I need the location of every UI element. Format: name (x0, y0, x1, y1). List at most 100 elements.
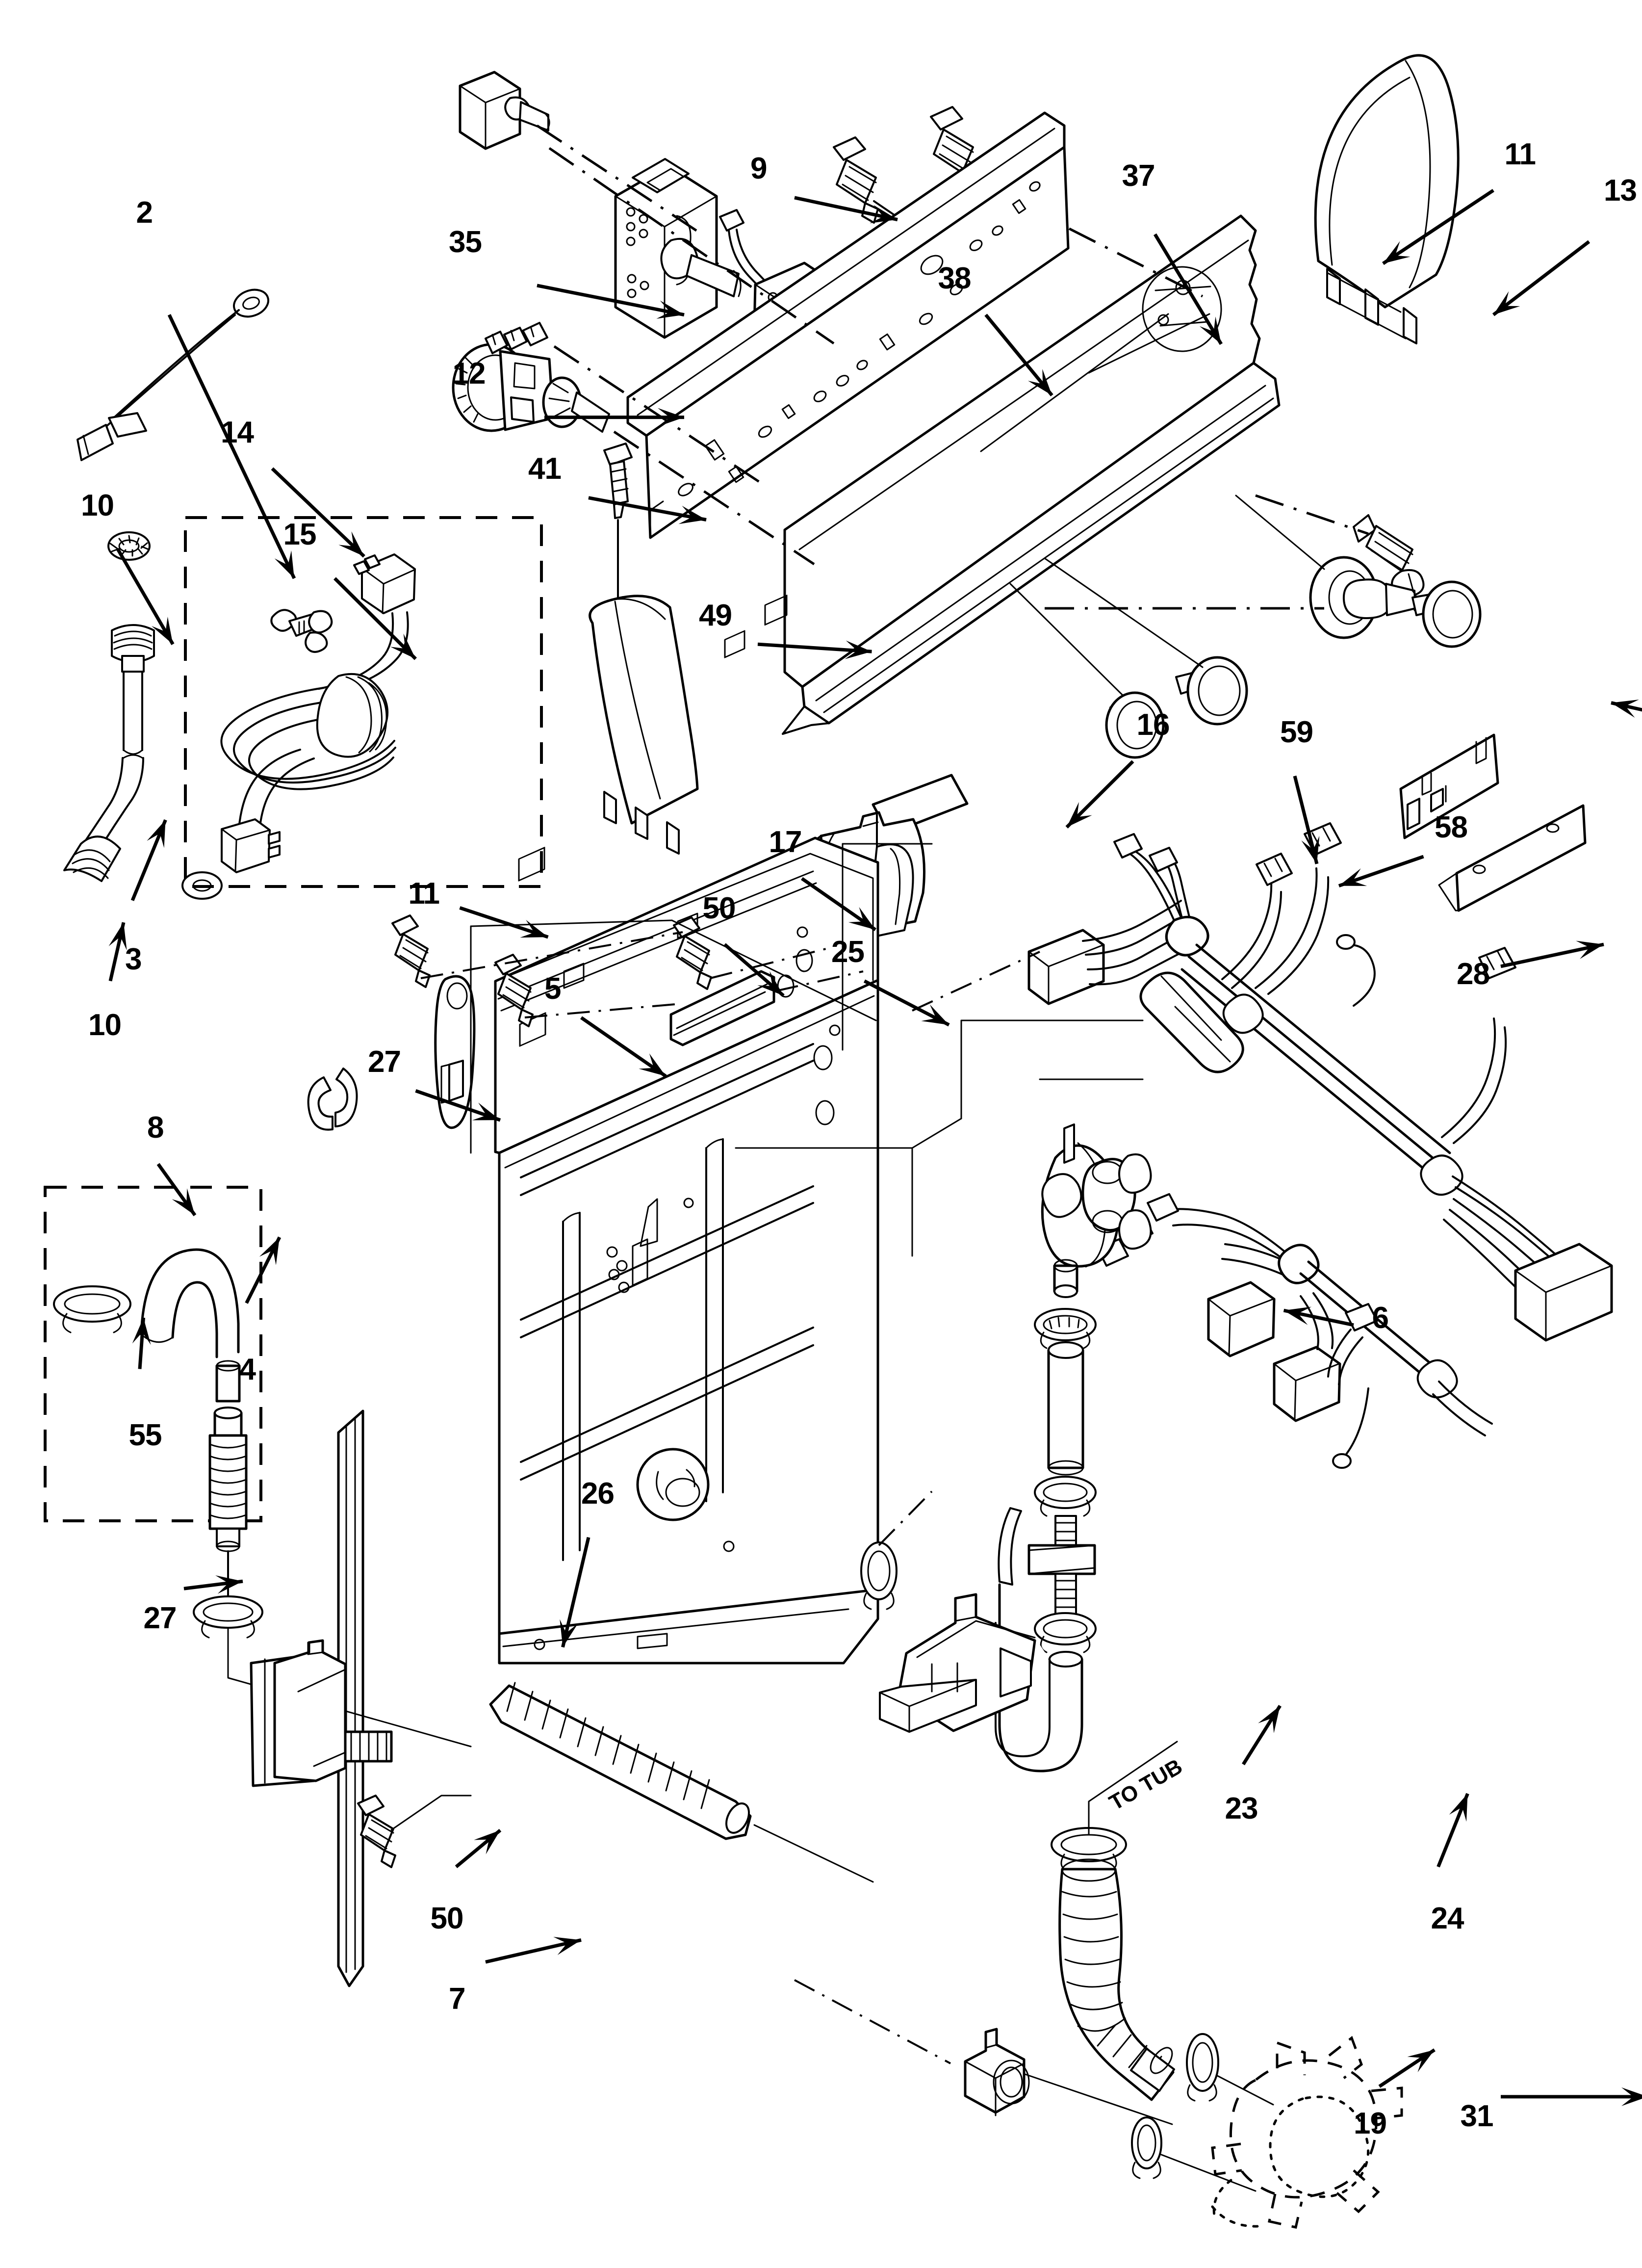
part-3-inlet-hose (63, 624, 155, 882)
callout-label-9: 9 (750, 152, 767, 186)
callout-leader-37-3 (1154, 233, 1223, 345)
bush-leader (1235, 495, 1325, 570)
callout-label-11: 11 (408, 876, 440, 911)
callout-leader-16-17 (1065, 760, 1134, 829)
callout-leader-59-18 (1293, 775, 1319, 864)
callout-label-41: 41 (528, 452, 562, 486)
callout-label-8: 8 (147, 1111, 164, 1145)
callout-label-31: 31 (1460, 2099, 1494, 2133)
callout-arrowhead-19-54 (1407, 2050, 1435, 2072)
callout-leader-9-2 (794, 196, 898, 222)
callout-label-10: 10 (88, 1008, 122, 1043)
part-37-screw (833, 136, 879, 224)
part-19-coupling-nut (964, 2028, 1030, 2116)
callout-arrowhead-3-24 (147, 820, 166, 848)
callout-leader-13-5 (1492, 240, 1591, 316)
callout-label-37: 37 (1122, 159, 1155, 193)
part-30-clamp-lower (1186, 2033, 1219, 2102)
callout-leader-28-32 (1500, 942, 1604, 968)
callout-arrowhead-10-12 (151, 616, 173, 645)
cord-wrap-band (316, 673, 389, 758)
callout-arrowhead-27-33 (472, 1102, 500, 1121)
part-12-timer (452, 343, 610, 433)
callout-label-15: 15 (283, 518, 317, 552)
callout-arrowhead-24-51 (1449, 1794, 1468, 1822)
part-9-water-level-switch (614, 158, 742, 339)
callout-leader-49-15 (757, 642, 872, 653)
callout-arrowhead-2-0 (274, 550, 294, 578)
callout-arrowhead-4-38 (259, 1237, 280, 1265)
callout-arrowhead-49-15 (845, 640, 872, 659)
callout-label-35: 35 (449, 225, 482, 259)
callout-label-3: 3 (125, 942, 142, 976)
callout-arrowhead-12-9 (658, 408, 684, 427)
part-34-bracket (1399, 733, 1499, 839)
part-2-lead-wire (77, 288, 269, 461)
callout-arrowhead-37-3 (1199, 316, 1221, 344)
cl-23-center (878, 1490, 933, 1546)
cl-25 (775, 970, 864, 992)
callout-label-12: 12 (452, 357, 486, 391)
callout-arrowhead-31-55 (1621, 2087, 1642, 2106)
callout-label-10: 10 (81, 488, 114, 522)
part-44-cap (1411, 580, 1482, 648)
callout-leader-17-26 (800, 877, 877, 932)
callout-arrowhead-9-2 (870, 205, 898, 223)
to-tub-leader (1088, 1741, 1178, 1836)
callout-arrowhead-55-40 (132, 1318, 151, 1345)
callout-leader-11-25 (459, 906, 549, 939)
callout-arrowhead-59-18 (1301, 835, 1320, 864)
callout-arrowhead-47-19 (1611, 699, 1639, 718)
callout-arrowhead-16-17 (1067, 802, 1092, 828)
part-51-end-cap (1314, 54, 1460, 344)
part-6-cabinet (494, 595, 879, 1665)
callout-leader-27-33 (415, 1089, 501, 1122)
part-25-strike (669, 970, 775, 1046)
part-26-bracket (250, 1639, 393, 1787)
callout-label-58: 58 (1435, 810, 1468, 845)
callout-label-19: 19 (1354, 2106, 1387, 2140)
callout-arrowhead-15-14 (390, 633, 416, 659)
callout-label-50: 50 (702, 891, 736, 925)
dial-leader2 (980, 313, 1169, 452)
callout-arrowhead-11-25 (520, 920, 548, 938)
callout-arrowhead-6-36 (1283, 1306, 1312, 1325)
callout-leader-10-12 (116, 548, 175, 645)
callout-label-27: 27 (143, 1601, 177, 1636)
callout-leader-14-10 (271, 467, 365, 558)
callout-label-7: 7 (449, 1982, 465, 2016)
part-29-air-dome (998, 1507, 1096, 1616)
centerline-35 (548, 147, 835, 345)
callout-arrowhead-58-23 (1339, 868, 1367, 886)
callout-label-5: 5 (544, 971, 561, 1006)
part-36-screw (1353, 514, 1425, 598)
part-11-screw-lower (391, 914, 431, 988)
callout-arrowhead-27-46 (215, 1575, 243, 1594)
part-50-screw-lower (357, 1795, 396, 1868)
part-33-flat-bracket (1438, 804, 1587, 912)
part-8-group-box (44, 1186, 262, 1522)
knob-leader-a (1009, 583, 1124, 697)
cl-17 (710, 946, 834, 979)
part-23-clamp-center (860, 1541, 898, 1610)
callout-leader-5-31 (580, 1016, 667, 1078)
callout-leader-11-4 (1382, 189, 1494, 265)
part-23-clamp-lower (1034, 1612, 1097, 1653)
callout-label-23: 23 (1225, 1792, 1258, 1826)
part-27-clip-upper (307, 1068, 358, 1131)
callout-arrowhead-26-42 (560, 1619, 578, 1647)
callout-leader-25-29 (863, 979, 950, 1027)
part-23-clamp-upper (1034, 1476, 1097, 1517)
callout-label-38: 38 (938, 261, 972, 296)
callout-label-26: 26 (581, 1477, 615, 1511)
part-27-clamp-lower (193, 1550, 472, 1747)
callout-label-14: 14 (221, 415, 254, 449)
cl-19 (794, 1979, 951, 2064)
centerline-36 (1255, 494, 1369, 535)
callout-label-4: 4 (239, 1352, 256, 1386)
centerline-9 (536, 124, 697, 232)
part-18-water-valve (1041, 1123, 1152, 1298)
callout-arrowhead-8-34 (172, 1188, 195, 1216)
callout-label-59: 59 (1280, 715, 1313, 750)
